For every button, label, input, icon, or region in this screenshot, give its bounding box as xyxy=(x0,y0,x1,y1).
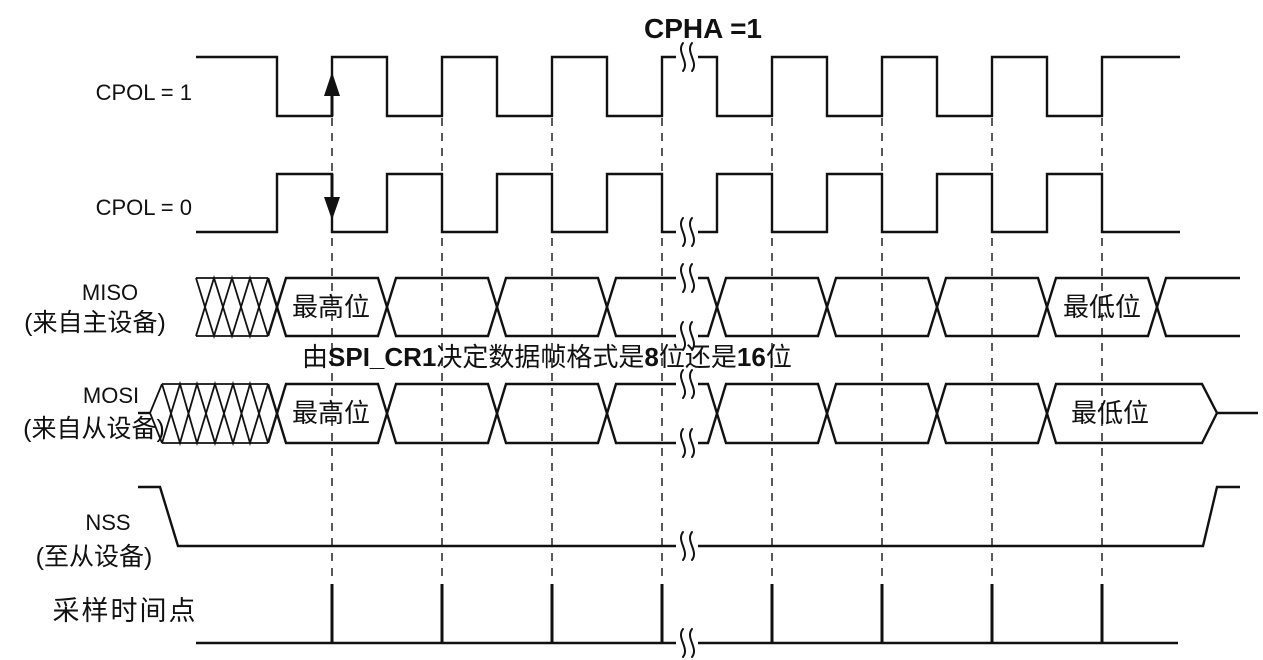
clock-cpol1-waveform xyxy=(196,55,1180,118)
break-icon xyxy=(675,369,699,399)
miso-lsb-cell-label: 最低位 xyxy=(1063,292,1141,322)
break-icon xyxy=(675,628,699,658)
nss-label: NSS xyxy=(85,510,130,535)
cpol0-label: CPOL = 0 xyxy=(96,195,192,220)
capture-edge-up-arrow xyxy=(324,72,340,116)
diagram-title: CPHA =1 xyxy=(644,13,762,44)
mosi-rail-b xyxy=(266,382,1219,445)
annotation-part: 决定数据帧格式是 xyxy=(436,342,644,372)
miso-rail-a xyxy=(266,276,1240,338)
sample-time-axis xyxy=(196,584,1178,645)
annotation-part: 位 xyxy=(766,342,792,372)
miso-rail-b xyxy=(266,276,1240,338)
annotation-part-bold: 8 xyxy=(644,342,658,372)
annotation-part: 由 xyxy=(302,342,328,372)
nss-wave xyxy=(138,485,1240,548)
mosi-label: MOSI xyxy=(83,383,139,408)
nss-waveform xyxy=(138,485,1240,548)
sample-points-label: 采样时间点 xyxy=(53,596,198,626)
clock-cpol0-waveform xyxy=(196,172,1180,234)
capture-edge-down-arrow xyxy=(324,174,340,220)
sample-ticks xyxy=(330,584,1104,643)
mosi-waveform xyxy=(138,380,1258,447)
mosi-hatch-zigzag xyxy=(161,380,269,447)
cpol1-label: CPOL = 1 xyxy=(96,80,192,105)
break-icon xyxy=(675,42,699,72)
miso-sublabel: (来自主设备) xyxy=(24,309,166,337)
annotation-part: 位还是 xyxy=(659,342,737,372)
annotation-part-bold: SPI_CR1 xyxy=(328,342,436,372)
break-icon xyxy=(675,217,699,247)
nss-sublabel: (至从设备) xyxy=(36,543,153,571)
annotation-part-bold: 16 xyxy=(737,342,766,372)
break-icon xyxy=(675,531,699,561)
mosi-sublabel: (来自从设备) xyxy=(23,415,165,443)
frame-format-annotation: 由SPI_CR1决定数据帧格式是8位还是16位 xyxy=(302,342,792,372)
miso-hatch-zigzag xyxy=(195,274,269,340)
miso-label: MISO xyxy=(82,280,138,305)
break-icon xyxy=(675,428,699,458)
break-icon xyxy=(675,263,699,293)
miso-msb-cell-label: 最高位 xyxy=(292,292,370,322)
miso-hatch-border xyxy=(196,277,268,337)
mosi-lsb-cell-label: 最低位 xyxy=(1071,398,1149,428)
miso-waveform xyxy=(195,274,1240,340)
cpol0-wave xyxy=(196,172,1180,234)
up-arrow-head xyxy=(324,72,340,96)
cpol1-wave xyxy=(196,55,1180,118)
down-arrow-head xyxy=(324,197,340,220)
mosi-msb-cell-label: 最高位 xyxy=(292,398,370,428)
mosi-hatch-open xyxy=(149,383,163,444)
